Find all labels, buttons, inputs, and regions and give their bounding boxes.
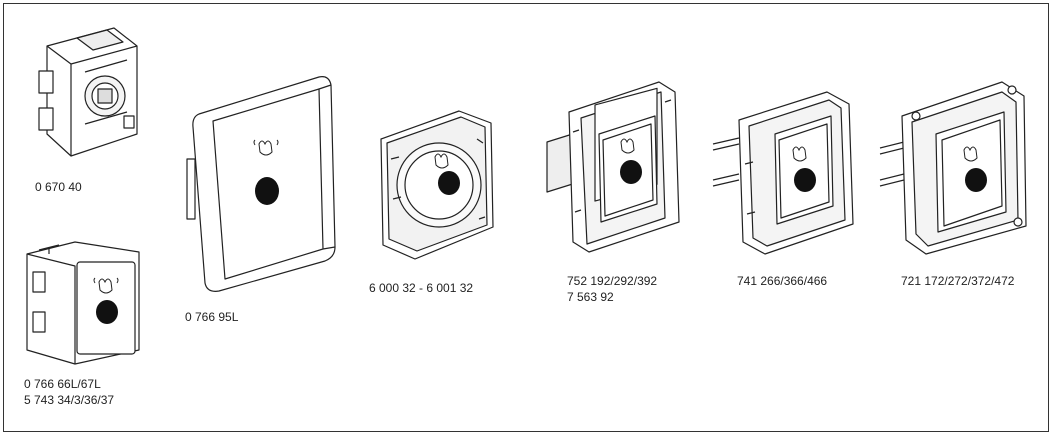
product-ref-6-000-32: 6 000 32 - 6 001 32 [369, 281, 474, 295]
mechanism-721-172-illustration [879, 81, 1027, 255]
product-ref-752-192: 752 192/292/392 7 563 92 [567, 274, 658, 304]
mechanism-752-192-illustration [546, 81, 680, 253]
mechanism-0-670-40-illustration [38, 27, 138, 157]
product-ref-0-766-95L: 0 766 95L [185, 310, 239, 324]
product-ref-721-172: 721 172/272/372/472 [901, 274, 1015, 288]
mechanism-741-266-illustration [712, 91, 854, 255]
product-ref-741-266: 741 266/366/466 [737, 274, 828, 288]
product-ref-0-670-40: 0 670 40 [35, 180, 82, 194]
product-ref-0-766-66L: 0 766 66L/67L 5 743 34/3/36/37 [24, 377, 115, 407]
mosaic-module-illustration [26, 241, 140, 365]
plate-0-766-95L-illustration [186, 76, 336, 292]
diagram-frame: 0 670 40 0 766 66L/67L 5 743 34/3/36/37 [3, 3, 1049, 432]
round-mechanism-illustration [380, 110, 494, 260]
